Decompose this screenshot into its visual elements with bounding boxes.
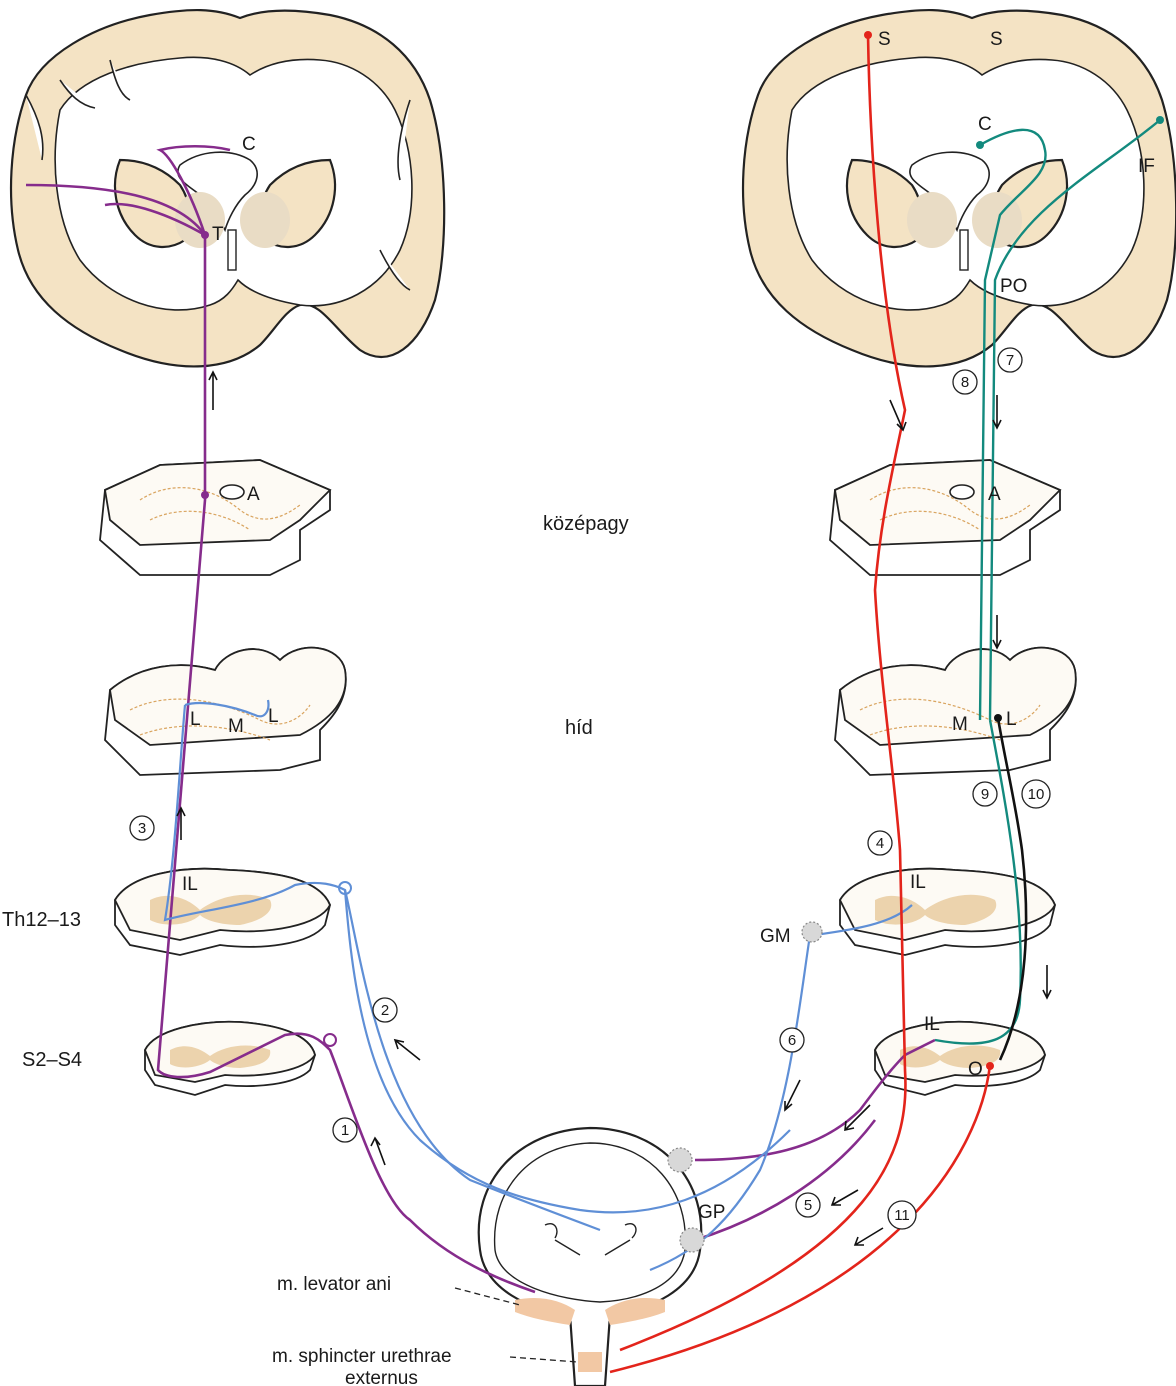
label-midbrain: középagy (543, 513, 629, 535)
arrow-icon (785, 1080, 800, 1110)
pathway-number-7: 7 (998, 348, 1022, 372)
arrow-icon (1043, 965, 1051, 998)
svg-text:9: 9 (981, 786, 989, 803)
right-pons-slab (835, 648, 1076, 775)
label-right-s1: S (878, 29, 891, 50)
arrow-icon (209, 372, 217, 410)
svg-text:7: 7 (1006, 352, 1014, 369)
sphincter-leader-line (510, 1357, 578, 1362)
pathway-number-1: 1 (333, 1118, 357, 1142)
label-left-pons-l2: L (268, 706, 279, 727)
label-levator-ani: m. levator ani (277, 1274, 391, 1295)
arrow-icon (845, 1105, 870, 1130)
label-right-s-il: IL (924, 1014, 940, 1035)
pathway-number-9: 9 (973, 782, 997, 806)
arrow-icon (855, 1228, 883, 1245)
right-th-spinal-slab (840, 869, 1055, 955)
arrow-icon (395, 1040, 420, 1060)
svg-text:11: 11 (894, 1207, 910, 1224)
pathway-number-4: 4 (868, 831, 892, 855)
label-left-a: A (247, 484, 260, 505)
svg-text:6: 6 (788, 1032, 796, 1049)
pathway-number-8: 8 (953, 370, 977, 394)
label-right-po: PO (1000, 276, 1027, 297)
left-s-spinal-slab (145, 1022, 315, 1095)
label-left-c: C (242, 134, 256, 155)
label-th-level: Th12–13 (2, 909, 81, 931)
label-left-th-il: IL (182, 874, 198, 895)
label-right-pons-m: M (952, 714, 968, 735)
label-pons: híd (565, 717, 593, 739)
bladder (479, 1128, 702, 1386)
label-gm: GM (760, 926, 791, 947)
pathway-number-5: 5 (796, 1193, 820, 1217)
label-sphincter-line1: m. sphincter urethrae (272, 1346, 452, 1367)
right-brain-section (743, 10, 1176, 366)
label-sphincter-line2: externus (345, 1368, 418, 1386)
ganglion-gm (802, 922, 822, 942)
svg-text:10: 10 (1028, 786, 1045, 803)
svg-text:1: 1 (341, 1122, 349, 1139)
pathway-number-2: 2 (373, 998, 397, 1022)
svg-text:5: 5 (804, 1197, 812, 1214)
left-brain-section (11, 10, 444, 366)
label-right-a: A (988, 484, 1001, 505)
arrow-icon (832, 1190, 858, 1205)
pathway-number-10: 10 (1022, 780, 1050, 808)
left-midbrain-slab (100, 460, 330, 575)
label-right-s-o: O (968, 1059, 983, 1080)
label-s-level: S2–S4 (22, 1049, 82, 1071)
label-right-s2: S (990, 29, 1003, 50)
svg-text:2: 2 (381, 1002, 389, 1019)
arrow-icon (993, 615, 1001, 648)
node-purple-a (201, 491, 209, 499)
node-purple-dorsal (324, 1034, 336, 1046)
left-pons-slab (105, 648, 346, 775)
pathway-number-11: 11 (888, 1201, 916, 1229)
label-left-t: T (212, 224, 224, 245)
node-teal-if (1156, 116, 1164, 124)
pathway-number-6: 6 (780, 1028, 804, 1052)
node-teal-c (976, 141, 984, 149)
node-black-l (994, 714, 1002, 722)
svg-text:4: 4 (876, 835, 884, 852)
node-purple-t (201, 231, 209, 239)
node-red-s (864, 31, 872, 39)
label-gp: GP (698, 1202, 725, 1223)
left-th-spinal-slab (115, 869, 330, 955)
label-left-pons-l1: L (190, 709, 201, 730)
svg-text:8: 8 (961, 374, 969, 391)
label-right-pons-l: L (1006, 709, 1017, 730)
label-right-if: IF (1138, 156, 1155, 177)
pathway-number-3: 3 (130, 816, 154, 840)
svg-text:3: 3 (138, 820, 146, 837)
label-left-pons-m: M (228, 716, 244, 737)
node-red-o (986, 1062, 994, 1070)
label-right-th-il: IL (910, 872, 926, 893)
right-midbrain-slab (830, 460, 1060, 575)
label-right-c: C (978, 114, 992, 135)
